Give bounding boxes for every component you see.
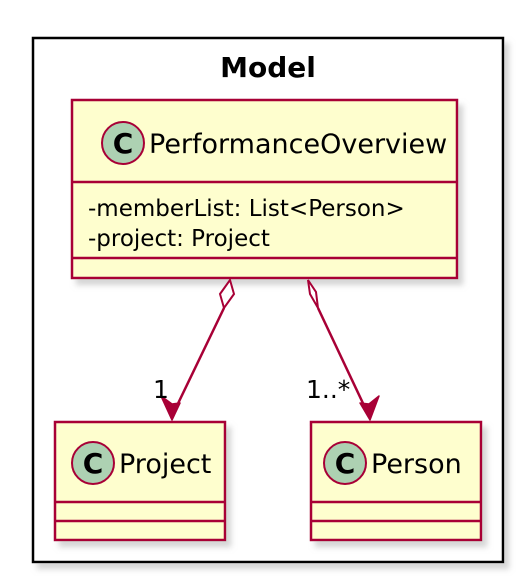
class-stereotype-icon	[71, 441, 115, 485]
class-stereotype-icon	[323, 441, 367, 485]
class-project[interactable]: C Project	[53, 420, 227, 542]
class-attribute: -memberList: List<Person>	[88, 196, 405, 222]
class-person[interactable]: C Person	[309, 420, 483, 542]
class-stereotype-letter: C	[335, 447, 356, 480]
relation-line	[170, 307, 226, 417]
package-title: Model	[220, 51, 316, 84]
relation-aggregation-project: 1	[153, 277, 236, 421]
class-performance-overview[interactable]: C PerformanceOverview -memberList: List<…	[70, 98, 459, 280]
multiplicity-label: 1	[153, 375, 169, 404]
multiplicity-label: 1..*	[306, 375, 350, 404]
class-box	[70, 98, 459, 280]
relation-aggregation-person: 1..*	[306, 279, 380, 421]
relation-line	[316, 307, 371, 417]
class-name: Project	[119, 449, 211, 480]
class-stereotype-letter: C	[83, 447, 104, 480]
class-name: PerformanceOverview	[149, 129, 447, 160]
class-stereotype-letter: C	[113, 127, 134, 160]
arrowhead-icon	[359, 395, 380, 421]
arrowhead-icon	[160, 395, 181, 421]
class-stereotype-icon	[101, 121, 145, 165]
class-name: Person	[371, 449, 462, 480]
class-attribute: -project: Project	[88, 226, 270, 252]
